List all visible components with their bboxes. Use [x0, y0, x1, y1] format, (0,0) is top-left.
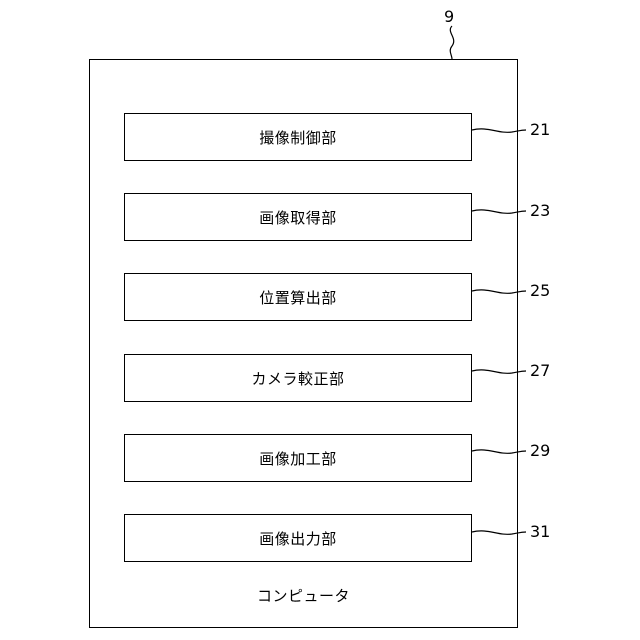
- module-ref-number: 29: [530, 443, 550, 459]
- module-ref-number: 23: [530, 203, 550, 219]
- module-label: 位置算出部: [259, 287, 337, 308]
- module-label: 撮像制御部: [259, 127, 337, 148]
- module-box-position-calculation: 位置算出部: [124, 273, 472, 321]
- module-ref-number: 21: [530, 122, 550, 138]
- module-box-image-output: 画像出力部: [124, 514, 472, 562]
- module-label: カメラ較正部: [251, 368, 344, 389]
- module-box-image-acquisition: 画像取得部: [124, 193, 472, 241]
- computer-label: コンピュータ: [89, 585, 518, 606]
- module-label: 画像取得部: [259, 207, 337, 228]
- module-ref-number: 27: [530, 363, 550, 379]
- module-label: 画像加工部: [259, 448, 337, 469]
- leader-line-computer: [450, 26, 454, 59]
- computer-ref-number: 9: [444, 9, 454, 25]
- module-label: 画像出力部: [259, 528, 337, 549]
- module-box-image-processing: 画像加工部: [124, 434, 472, 482]
- module-ref-number: 25: [530, 283, 550, 299]
- module-box-camera-calibration: カメラ較正部: [124, 354, 472, 402]
- module-ref-number: 31: [530, 524, 550, 540]
- module-box-imaging-control: 撮像制御部: [124, 113, 472, 161]
